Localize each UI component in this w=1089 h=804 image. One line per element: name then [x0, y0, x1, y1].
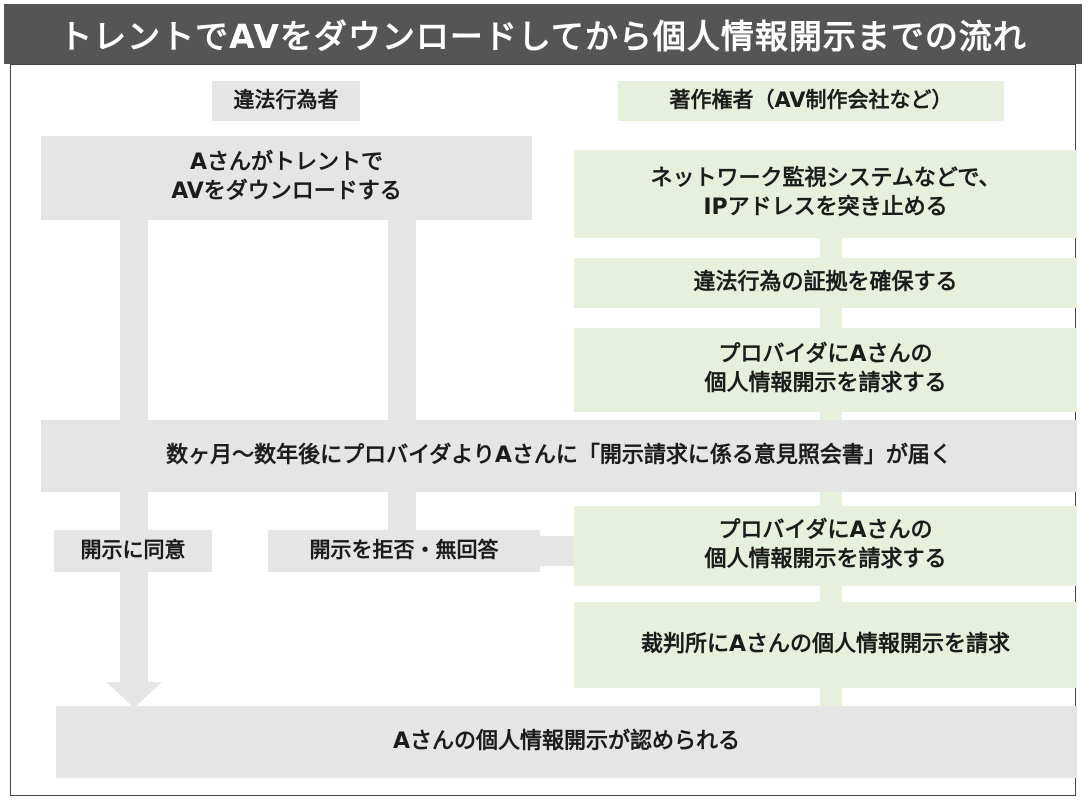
down-arrow-icon [106, 682, 162, 708]
right-connector-6 [820, 688, 842, 706]
right-step-ip-trace: ネットワーク監視システムなどで、 IPアドレスを突き止める [574, 150, 1077, 238]
consent-connector-upper [120, 220, 148, 420]
right-column-header: 著作権者（AV制作会社など） [618, 81, 1004, 121]
refuse-connector-upper [388, 220, 416, 420]
right-connector-2 [820, 308, 842, 328]
right-connector-5 [820, 586, 842, 602]
refuse-to-right-connector [540, 536, 576, 566]
consent-connector-lower [120, 492, 148, 682]
right-connector-1 [820, 238, 842, 258]
diagram-title: トレントでAVをダウンロードしてから個人情報開示までの流れ [4, 4, 1082, 64]
consent-label: 開示に同意 [54, 530, 212, 572]
right-connector-3 [820, 412, 842, 422]
right-step-provider-request-2: プロバイダにAさんの 個人情報開示を請求する [574, 506, 1077, 586]
right-step-evidence: 違法行為の証拠を確保する [574, 258, 1077, 308]
refuse-label: 開示を拒否・無回答 [268, 530, 540, 572]
refuse-connector-lower [388, 492, 416, 532]
left-column-header: 違法行為者 [212, 81, 360, 121]
notice-received-bar: 数ヶ月〜数年後にプロバイダよりAさんに「開示請求に係る意見照会書」が届く [41, 420, 1077, 492]
right-step-court-request: 裁判所にAさんの個人情報開示を請求 [574, 602, 1077, 688]
right-step-provider-request: プロバイダにAさんの 個人情報開示を請求する [574, 328, 1077, 412]
right-connector-4 [820, 492, 842, 506]
result-box: Aさんの個人情報開示が認められる [56, 706, 1077, 778]
download-step-box: Aさんがトレントで AVをダウンロードする [41, 136, 532, 220]
